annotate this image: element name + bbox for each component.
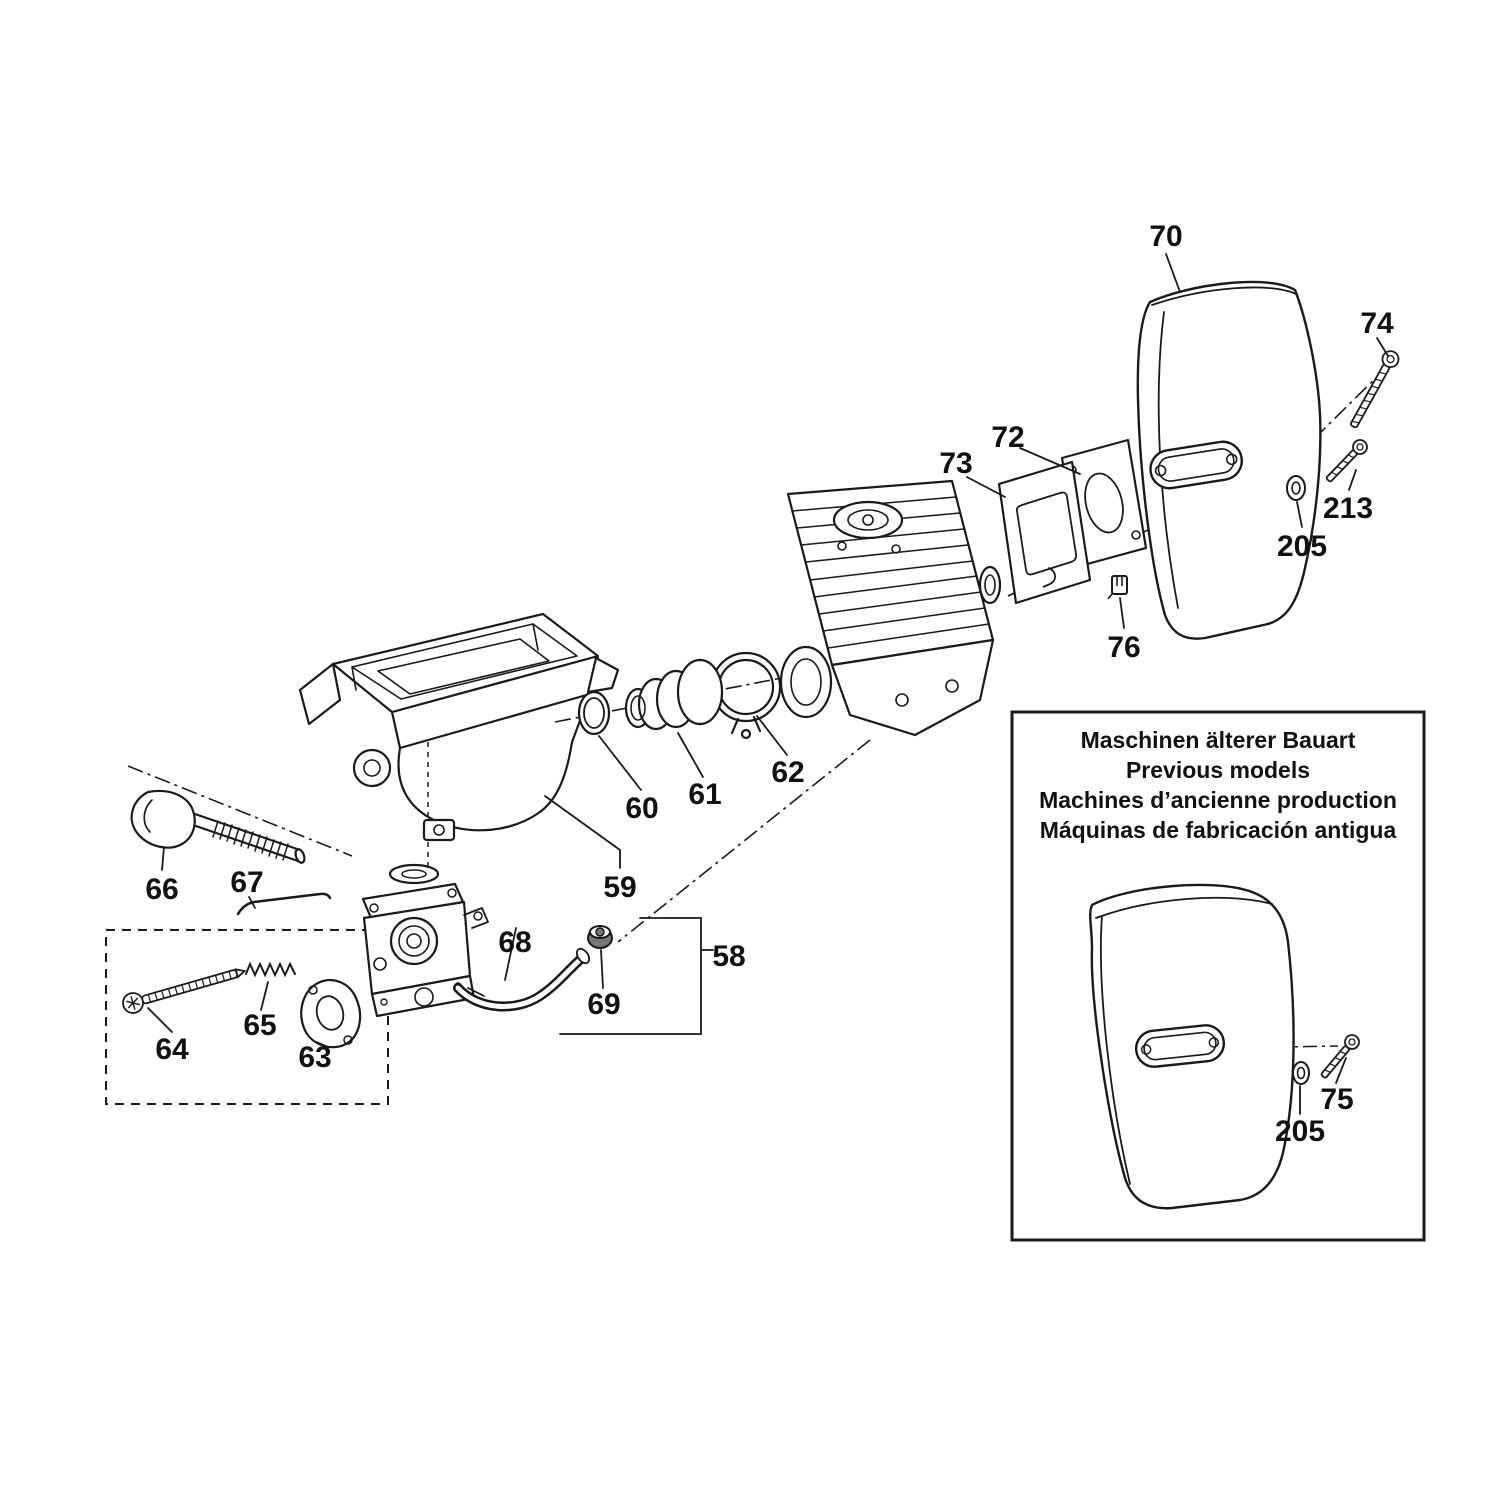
previous-models-inset: Maschinen älterer Bauart Previous models…	[1010, 710, 1426, 1242]
part-label-72: 72	[991, 421, 1024, 454]
part-label-66: 66	[145, 873, 178, 906]
intake-boot	[624, 658, 724, 731]
screw-64	[122, 968, 247, 1014]
cylinder	[779, 479, 1002, 737]
muffler-port	[1149, 440, 1244, 490]
group-box-dashed	[105, 929, 389, 1105]
part-label-70: 70	[1149, 220, 1182, 253]
part-label-67: 67	[230, 866, 263, 899]
part-label-68: 68	[498, 926, 531, 959]
part-label-205: 205	[1277, 530, 1327, 563]
part-label-74: 74	[1360, 307, 1394, 340]
part-label-59: 59	[603, 871, 636, 904]
part-label-75: 75	[1320, 1083, 1353, 1116]
washer-205-old	[1292, 1061, 1310, 1085]
screw-213	[1325, 439, 1368, 483]
part-label-213: 213	[1323, 492, 1373, 525]
fuel-hose	[453, 947, 591, 1012]
part-label-69: 69	[587, 988, 620, 1021]
part-label-60: 60	[625, 792, 658, 825]
spring-65	[245, 961, 296, 978]
inset-line-es: Máquinas de fabricación antigua	[1040, 817, 1397, 843]
part-label-63: 63	[298, 1041, 331, 1074]
part-label-205-old: 205	[1275, 1115, 1325, 1148]
part-label-61: 61	[688, 778, 721, 811]
part-label-65: 65	[243, 1009, 276, 1042]
air-box	[298, 612, 620, 842]
gasket-63	[300, 979, 362, 1049]
leader-lines	[147, 253, 1389, 1048]
gasket-73	[997, 460, 1092, 605]
inset-line-fr: Machines d’ancienne production	[1039, 787, 1397, 813]
screw-75	[1320, 1034, 1360, 1079]
o-ring	[577, 690, 611, 736]
part-label-73: 73	[939, 447, 972, 480]
inset-line-en: Previous models	[1126, 757, 1310, 783]
muffler	[1136, 280, 1322, 640]
part-label-62: 62	[771, 756, 804, 789]
choke-knob	[130, 789, 306, 864]
inset-line-de: Maschinen älterer Bauart	[1081, 727, 1356, 753]
part-label-58: 58	[712, 940, 745, 973]
grommet	[587, 925, 613, 949]
washer-205	[1286, 475, 1306, 501]
throttle-rod	[236, 892, 332, 916]
old-muffler	[1089, 883, 1295, 1210]
inset-leader-lines	[1299, 1057, 1347, 1115]
part-label-76: 76	[1107, 631, 1140, 664]
clip-76	[1107, 575, 1128, 600]
screw-74	[1350, 350, 1400, 429]
part-label-64: 64	[155, 1033, 189, 1066]
part-labels: 70 74 213 205 72 73 76 62 61 60 59 66 67…	[145, 220, 1394, 1074]
